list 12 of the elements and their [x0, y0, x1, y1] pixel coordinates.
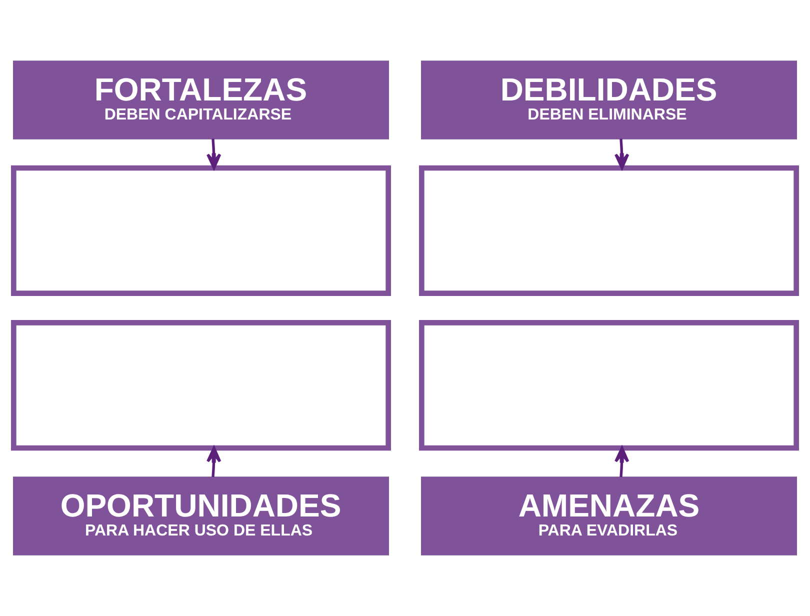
node-box: FORTALEZAS DEBEN CAPITALIZARSE — [13, 60, 389, 140]
node-box: AMENAZAS PARA EVADIRLAS — [421, 476, 797, 556]
arrow — [206, 446, 222, 478]
arrow — [614, 446, 630, 478]
node-box — [419, 320, 799, 451]
node-box — [419, 165, 799, 296]
node-box — [11, 165, 391, 296]
arrow — [206, 138, 222, 170]
node-box — [11, 320, 391, 451]
node-box: DEBILIDADES DEBEN ELIMINARSE — [421, 60, 797, 140]
arrow — [614, 138, 630, 170]
node-box: OPORTUNIDADES PARA HACER USO DE ELLAS — [13, 476, 389, 556]
